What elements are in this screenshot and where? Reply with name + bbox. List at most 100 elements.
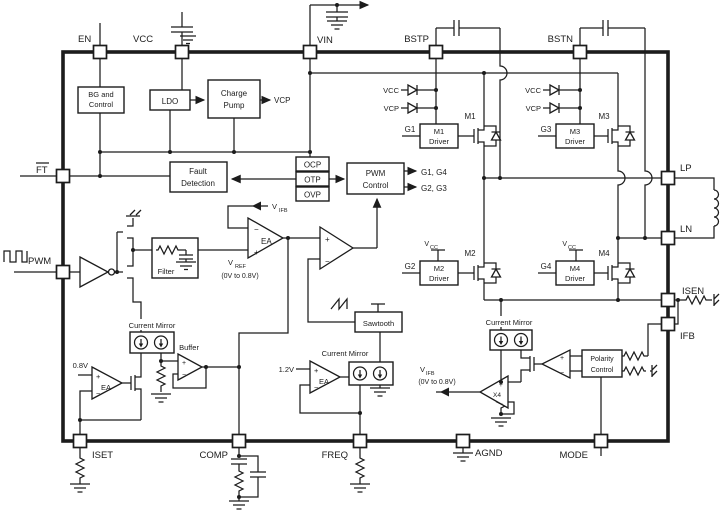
block-otp xyxy=(295,171,330,187)
ifb-bottom-resistor xyxy=(621,366,647,376)
pin-en-label: EN xyxy=(78,34,91,45)
ldo-label: LDO xyxy=(162,97,178,106)
vifb-bottom-sub: IFB xyxy=(426,371,435,377)
buffer-amp xyxy=(177,352,204,382)
pins xyxy=(55,44,676,449)
bg-control-label1: BG and xyxy=(88,90,113,99)
g1-label: G1 xyxy=(405,125,416,134)
mosfet-m1: M1 xyxy=(464,112,502,150)
m2-vcc-label: V xyxy=(424,241,429,248)
pin-mode-label: MODE xyxy=(560,450,589,461)
m4-vcc-label: V xyxy=(562,241,567,248)
ref-1v2-label: 1.2V xyxy=(279,365,294,374)
iset-ea-label: EA xyxy=(101,383,111,392)
g3-label: G3 xyxy=(541,125,552,134)
freq-ea-minus: − xyxy=(314,383,319,392)
m2-driver-label1: M2 xyxy=(434,264,444,273)
agnd-ground xyxy=(452,452,474,462)
error-amp-main xyxy=(247,216,285,260)
pin-vcc-label: VCC xyxy=(133,34,153,45)
m1-driver-label2: Driver xyxy=(429,137,450,146)
filter-cap-wires xyxy=(179,249,193,262)
ifb-top-resistor xyxy=(621,351,647,361)
polarity-label2: Control xyxy=(591,367,614,374)
pwm-comparator xyxy=(319,225,355,271)
pin-comp-label: COMP xyxy=(200,450,229,461)
pin-pwm-label: PWM xyxy=(28,256,51,267)
pin-comp xyxy=(231,433,247,449)
bstp-vcp-diode xyxy=(407,102,418,114)
m3-driver-label1: M3 xyxy=(570,127,580,136)
vref-sub: REF xyxy=(235,264,247,270)
freq-ground xyxy=(349,483,371,493)
pin-ifb-label: IFB xyxy=(680,331,695,342)
buffer-label: Buffer xyxy=(179,343,199,352)
m3-label: M3 xyxy=(598,112,610,121)
bstp-vcc-label: VCC xyxy=(383,86,399,95)
pwm-control-label1: PWM xyxy=(366,169,386,178)
pin-isen xyxy=(660,292,676,308)
pin-mode xyxy=(593,433,609,449)
otp-label: OTP xyxy=(304,176,320,185)
pin-isen-label: ISEN xyxy=(682,286,704,297)
m4-driver-label1: M4 xyxy=(570,264,580,273)
pin-agnd-label: AGND xyxy=(475,448,503,459)
pin-ft-label: FT xyxy=(36,165,48,176)
block-ovp xyxy=(295,186,330,202)
iset-ea-minus: − xyxy=(96,389,101,398)
pin-vin xyxy=(302,44,318,60)
freq-current-mirror-label: Current Mirror xyxy=(322,349,369,358)
vifb-top-arrow xyxy=(252,201,261,211)
block-filter xyxy=(151,237,199,279)
ifb-mosfet xyxy=(529,356,535,372)
m1-label: M1 xyxy=(464,112,476,121)
vcp-output-label: VCP xyxy=(274,96,290,105)
x4-minus: − xyxy=(499,401,503,408)
pin-en xyxy=(92,44,108,60)
mosfet-m2: M2 xyxy=(464,249,502,287)
fault-label2: Detection xyxy=(181,179,215,188)
m4-driver-label2: Driver xyxy=(565,274,586,283)
ovp-label: OVP xyxy=(304,191,321,200)
block-m1-driver xyxy=(419,123,459,149)
block-ldo xyxy=(149,89,191,111)
bstn-vcp-label: VCP xyxy=(526,104,541,113)
ifb-current-mirror-label: Current Mirror xyxy=(486,318,533,327)
x4-plus: + xyxy=(499,382,503,389)
bg-control-label2: Control xyxy=(89,100,114,109)
pin-ln-label: LN xyxy=(680,224,692,235)
vifb-bottom-range: (0V to 0.8V) xyxy=(418,379,455,386)
pin-iset xyxy=(72,433,88,449)
comparator-minus: − xyxy=(325,257,330,266)
vref-label: V xyxy=(228,258,233,267)
block-m2-driver xyxy=(419,260,459,286)
iset-error-amp xyxy=(91,365,124,401)
charge-pump-label2: Pump xyxy=(224,101,245,110)
block-sawtooth xyxy=(354,311,403,333)
ifb-amp-plus: + xyxy=(560,355,564,362)
bstp-vcc-diode xyxy=(407,84,418,96)
iset-mirror-resistor xyxy=(156,363,166,389)
junction-dots xyxy=(78,3,680,499)
fault-label1: Fault xyxy=(189,167,208,176)
block-fault-detection xyxy=(169,161,228,193)
ifb-resistor-termination xyxy=(651,364,658,378)
pin-bstn xyxy=(572,44,588,60)
g2g3-label: G2, G3 xyxy=(421,184,447,193)
label-backing xyxy=(116,319,188,330)
pin-lp-label: LP xyxy=(680,163,692,174)
block-pwm-control xyxy=(346,162,405,195)
pin-lp xyxy=(660,170,676,186)
bstn-vcp-diode xyxy=(549,102,560,114)
ifb-sense-amp xyxy=(540,348,571,380)
ifb-resistor-ground xyxy=(490,417,512,427)
external-wires xyxy=(3,5,720,501)
pwm-control-label2: Control xyxy=(363,181,389,190)
filter-ground xyxy=(176,261,196,271)
m2-vcc-sub: CC xyxy=(430,245,438,251)
mosfet-m3: M3 xyxy=(598,112,636,150)
block-bg-control xyxy=(77,86,125,114)
pin-iset-label: ISET xyxy=(92,450,113,461)
ocp-label: OCP xyxy=(304,161,321,170)
